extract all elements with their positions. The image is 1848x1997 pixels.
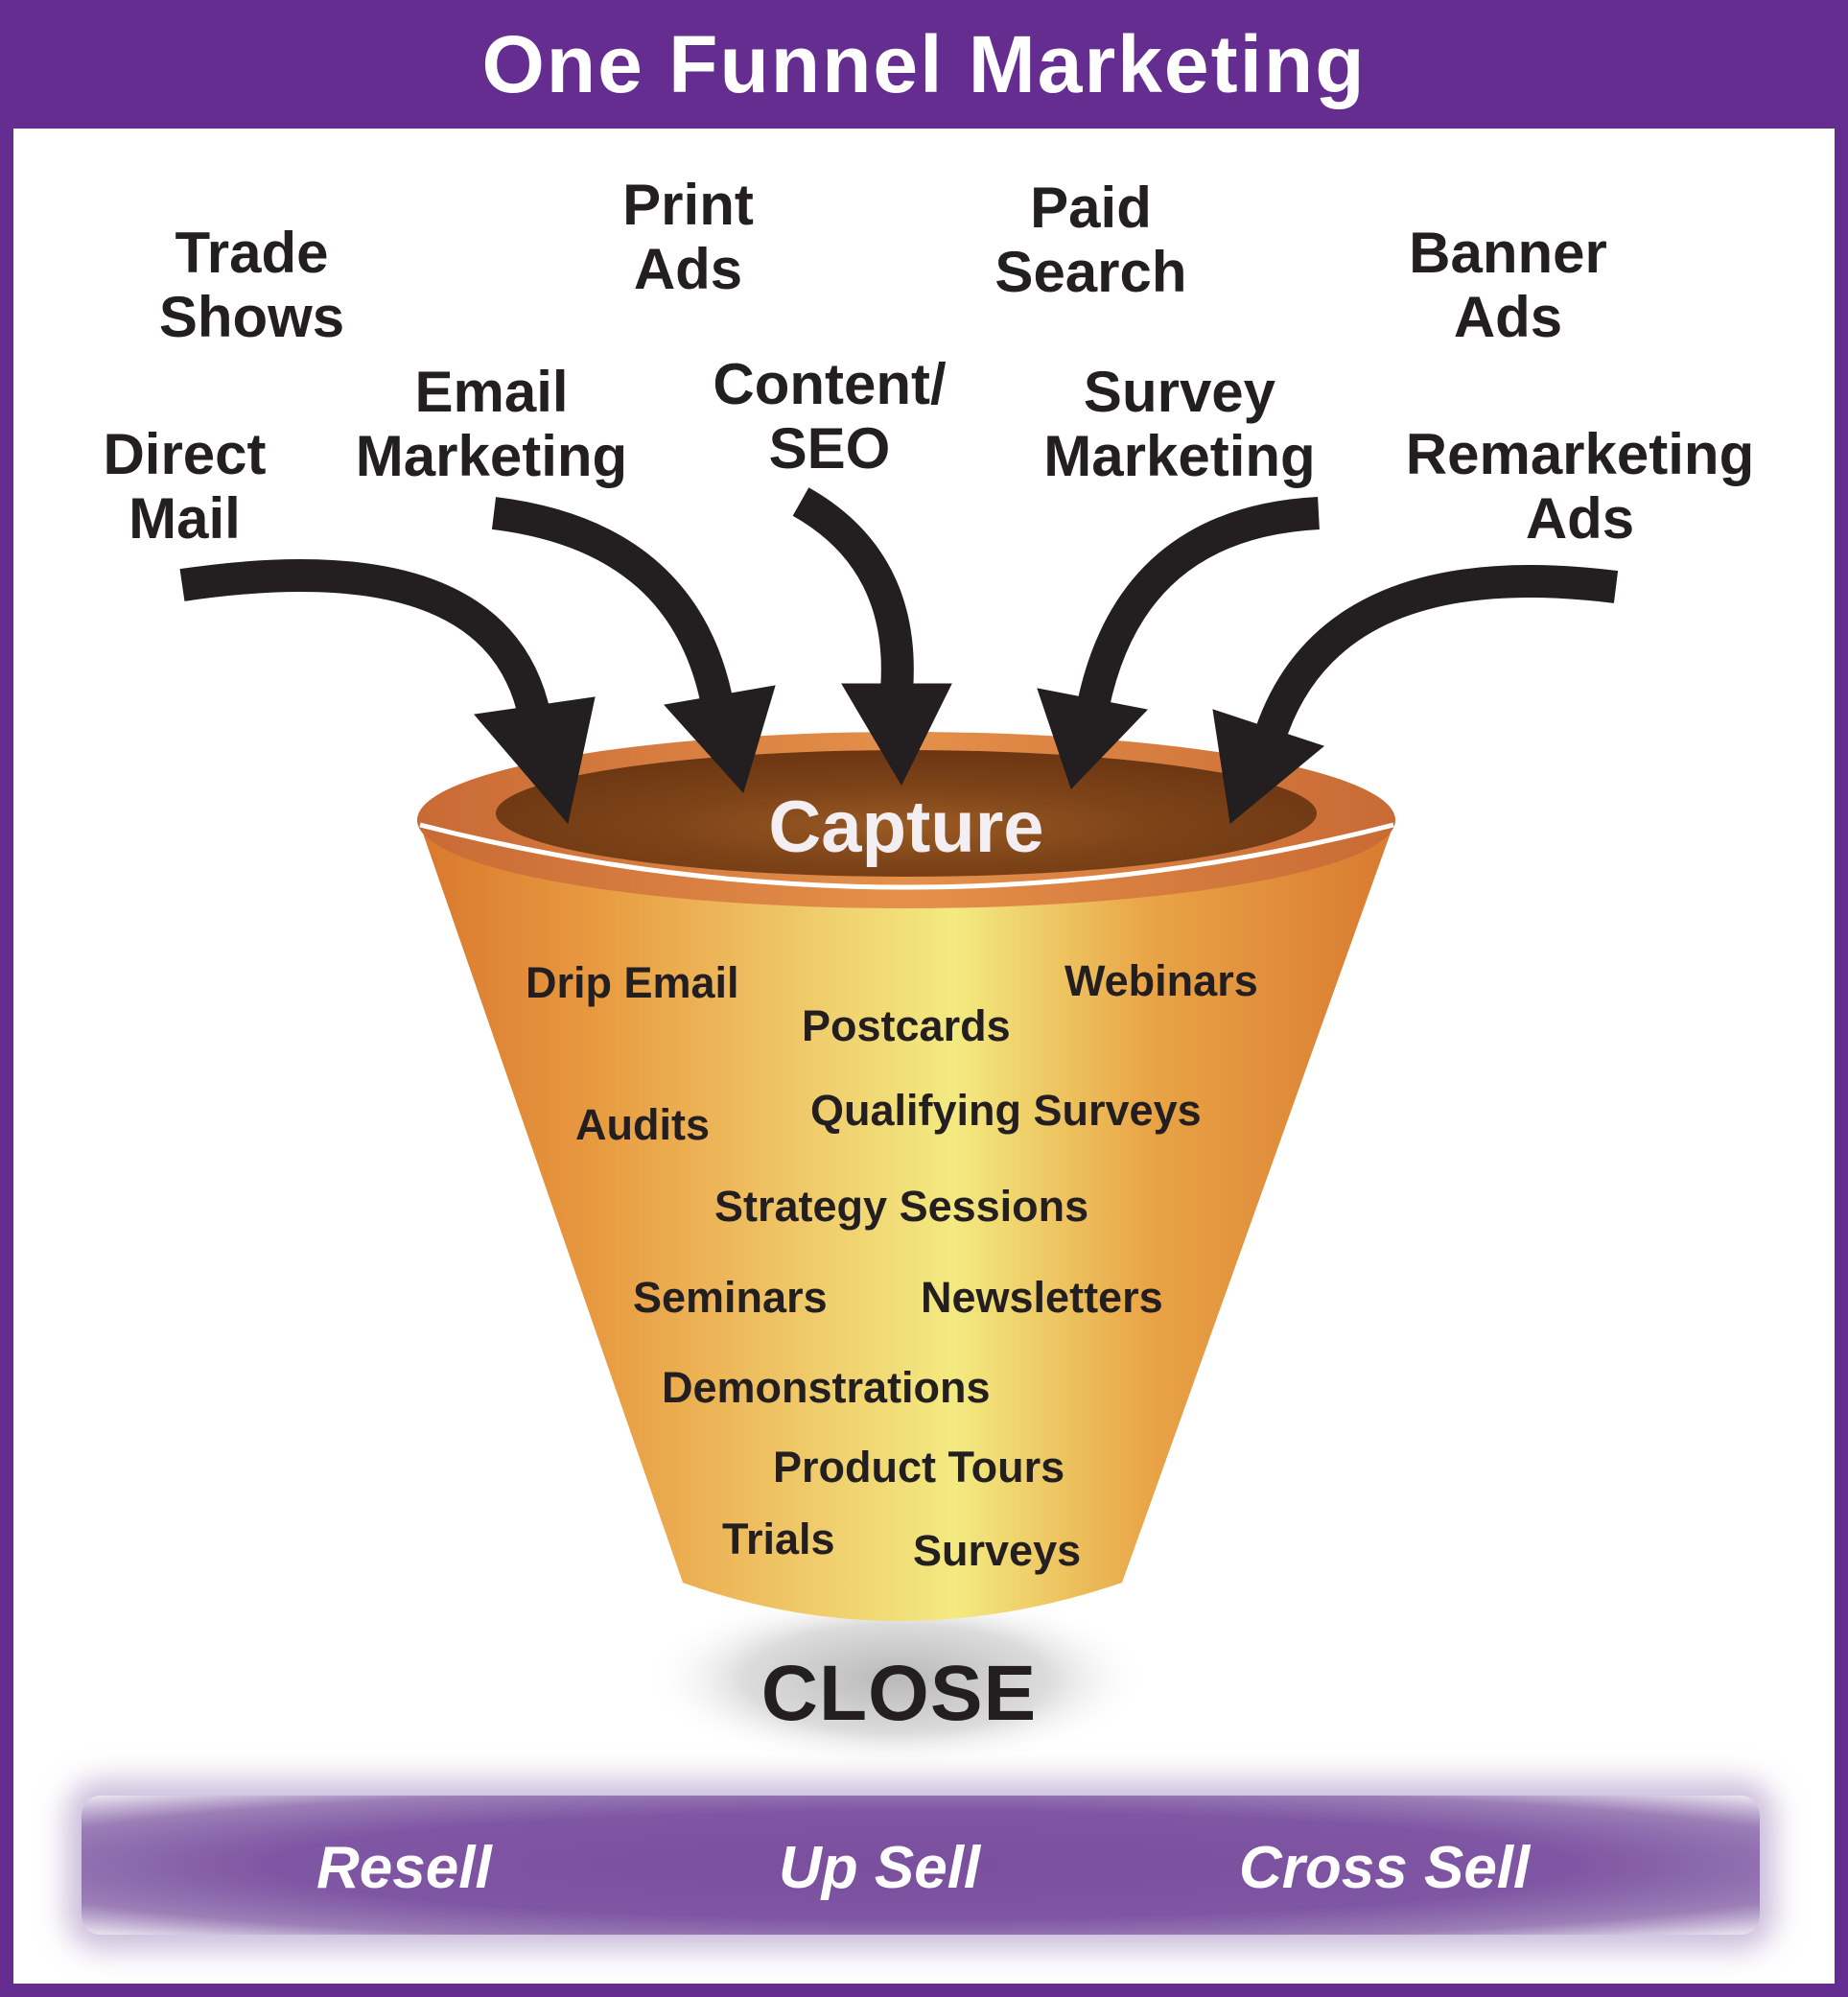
source-line: Email: [414, 360, 569, 424]
arrow-email-marketing: [491, 497, 776, 793]
source-trade-shows: Trade Shows: [144, 221, 360, 349]
funnel-bottom-label: CLOSE: [760, 1650, 1038, 1737]
source-line: Remarketing: [1405, 422, 1755, 486]
diagram-title: One Funnel Marketing: [481, 18, 1367, 109]
arrow-content-seo: [792, 487, 952, 787]
arrow-direct-mail: [179, 559, 596, 825]
arrows: [179, 487, 1619, 825]
funnel-top-label: Capture: [768, 787, 1044, 868]
post-sale-cross-sell: Cross Sell: [1239, 1835, 1531, 1901]
post-sale-band: [82, 1796, 1760, 1935]
funnel-item: Product Tours: [773, 1443, 1065, 1492]
funnel-item: Audits: [575, 1100, 710, 1149]
source-line: Ads: [1453, 285, 1563, 350]
funnel-item: Qualifying Surveys: [810, 1086, 1202, 1135]
source-survey-marketing: Survey Marketing: [1031, 360, 1328, 488]
source-line: Marketing: [1043, 424, 1316, 489]
source-line: Paid: [1030, 176, 1152, 240]
arrow-remarketing-ads: [1212, 565, 1619, 824]
source-line: SEO: [768, 416, 891, 482]
post-sale-up-sell: Up Sell: [779, 1835, 981, 1901]
funnel-body: [420, 825, 1393, 1621]
source-line: Direct: [103, 422, 267, 486]
funnel-item: Postcards: [802, 1001, 1011, 1050]
source-content-seo: Content/ SEO: [690, 352, 969, 481]
source-line: Search: [994, 240, 1187, 305]
funnel-shadow: [643, 1587, 1151, 1770]
funnel-item: Trials: [722, 1515, 835, 1563]
funnel-item: Seminars: [633, 1273, 828, 1322]
source-line: Ads: [633, 237, 743, 302]
source-line: Print: [622, 173, 754, 237]
source-line: Trade: [175, 221, 329, 285]
post-sale-resell: Resell: [316, 1835, 492, 1901]
source-banner-ads: Banner Ads: [1391, 221, 1626, 349]
funnel-rim-highlight: [419, 822, 1394, 890]
source-line: Ads: [1525, 486, 1635, 552]
source-paid-search: Paid Search: [973, 176, 1208, 304]
funnel-item: Webinars: [1064, 956, 1258, 1005]
source-remarketing-ads: Remarketing Ads: [1391, 422, 1769, 551]
title-banner: One Funnel Marketing: [0, 0, 1848, 129]
funnel-mouth: [496, 750, 1317, 877]
source-line: Content/: [713, 352, 947, 416]
funnel-item: Drip Email: [526, 958, 739, 1007]
source-line: Marketing: [355, 424, 628, 489]
funnel-item: Surveys: [913, 1526, 1082, 1575]
source-line: Banner: [1409, 221, 1607, 285]
source-line: Survey: [1083, 360, 1276, 424]
source-print-ads: Print Ads: [595, 173, 782, 301]
source-email-marketing: Email Marketing: [340, 360, 643, 488]
arrow-survey-marketing: [1037, 497, 1320, 789]
source-line: Shows: [158, 285, 345, 350]
funnel-item: Demonstrations: [662, 1363, 991, 1412]
source-direct-mail: Direct Mail: [82, 422, 288, 551]
funnel-item: Strategy Sessions: [714, 1182, 1089, 1231]
source-line: Mail: [129, 486, 241, 552]
funnel-item: Newsletters: [921, 1273, 1163, 1322]
